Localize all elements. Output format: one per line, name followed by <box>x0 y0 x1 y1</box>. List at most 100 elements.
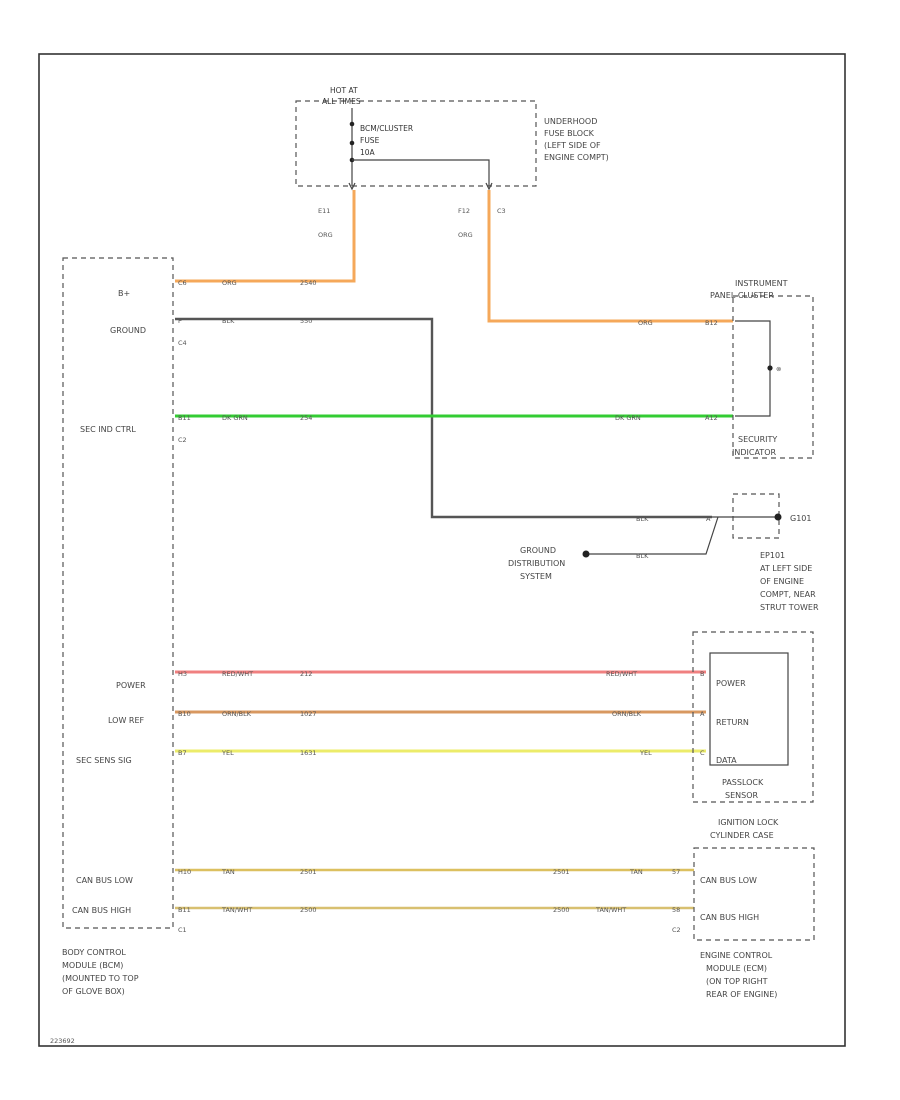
terminal-f12 <box>485 182 493 191</box>
passlock-data-label: DATA <box>716 756 737 765</box>
circuit-ground: 550 <box>300 317 312 325</box>
fuse-internal-link <box>352 159 490 186</box>
circuit-sec-sens: 1631 <box>300 749 317 757</box>
wire-color-can-low: TAN <box>221 868 235 876</box>
passlock-title-1: PASSLOCK <box>722 778 764 787</box>
instrument-cluster-box <box>732 295 814 459</box>
security-indicator-label-2: INDICATOR <box>732 448 776 457</box>
bcm-caption-1: BODY CONTROL <box>62 948 126 957</box>
bcm-pin-can-low: H10 <box>178 868 191 876</box>
pin-f12: F12 <box>458 207 470 215</box>
ecm-caption-1: ENGINE CONTROL <box>700 951 773 960</box>
ground-wire-color-2: BLK <box>636 552 649 560</box>
ground-dist-label-3: SYSTEM <box>520 572 552 581</box>
wire-color-sec-sens: YEL <box>221 749 234 757</box>
ecm-pin-can-high: 58 <box>672 906 680 914</box>
wire-cluster-power <box>487 190 733 323</box>
g101-label: G101 <box>790 514 811 523</box>
bcm-pin-can-high: B11 <box>178 906 191 914</box>
bcm-conn-c4: C4 <box>178 339 187 347</box>
bcm-label-power: POWER <box>116 681 146 690</box>
passlock-loc-1: IGNITION LOCK <box>718 818 779 827</box>
cluster-pin-bottom: A12 <box>705 414 718 422</box>
bcm-label-can-high: CAN BUS HIGH <box>72 906 131 915</box>
ecm-color-can-low: TAN <box>629 868 643 876</box>
wire-color-ground: BLK <box>222 317 235 325</box>
ecm-pin-can-low: 57 <box>672 868 680 876</box>
wire-color-cluster-power: ORG <box>638 319 653 327</box>
bcm-pin-sec-sens: B7 <box>178 749 187 757</box>
cluster-title-2: PANEL CLUSTER <box>710 291 774 300</box>
ecm-box <box>693 847 815 941</box>
diagram-frame <box>38 53 846 1047</box>
underhood-fuse-block <box>295 100 537 187</box>
passlock-pin-power: B <box>700 670 704 678</box>
passlock-pin-data: C <box>700 749 705 757</box>
bcm-label-bplus: B+ <box>118 289 130 298</box>
bcm-pin-ground: P <box>178 317 182 325</box>
fuse-block-label-4: ENGINE COMPT) <box>544 153 609 162</box>
connector-c3: C3 <box>497 207 506 215</box>
wire-ground <box>175 317 712 519</box>
g101-connector-box <box>732 493 780 539</box>
bcm-conn-c2: C2 <box>178 436 187 444</box>
cluster-internal-circuit <box>735 320 771 417</box>
circuit-low-ref: 1027 <box>300 710 317 718</box>
bcm-pin-power: H3 <box>178 670 187 678</box>
circuit-bplus: 2540 <box>300 279 317 287</box>
bcm-caption-2: MODULE (BCM) <box>62 961 123 970</box>
circuit-power: 212 <box>300 670 312 678</box>
ground-distribution-node <box>582 550 590 558</box>
circuit-sec-ind: 254 <box>300 414 312 422</box>
ground-loc-5: STRUT TOWER <box>760 603 819 612</box>
ecm-conn-c2: C2 <box>672 926 681 934</box>
passlock-return-label: RETURN <box>716 718 749 727</box>
wire-color-low-ref: ORN/BLK <box>222 710 252 718</box>
ecm-color-can-high: TAN/WHT <box>595 906 626 914</box>
hot-at-label-1: HOT AT <box>330 86 358 95</box>
passlock-power-label: POWER <box>716 679 746 688</box>
terminal-e11 <box>348 182 356 191</box>
ground-wire-color: BLK <box>636 515 649 523</box>
ecm-circuit-can-low: 2501 <box>553 868 570 876</box>
ground-distribution-wire <box>586 516 719 555</box>
ecm-caption-3: (ON TOP RIGHT <box>706 977 768 986</box>
passlock-title-2: SENSOR <box>725 791 758 800</box>
ecm-circuit-can-high: 2500 <box>553 906 570 914</box>
fuse-dot-2 <box>349 140 355 146</box>
ecm-can-low-label: CAN BUS LOW <box>700 876 757 885</box>
ecm-caption-2: MODULE (ECM) <box>706 964 767 973</box>
ground-loc-3: OF ENGINE <box>760 577 804 586</box>
hot-at-label-2: ALL TIMES <box>322 97 361 106</box>
ground-loc-4: COMPT, NEAR <box>760 590 816 599</box>
wire-color-f12: ORG <box>458 231 473 239</box>
circuit-can-low: 2501 <box>300 868 317 876</box>
bcm-pin-bplus: C6 <box>178 279 187 287</box>
bcm-label-sec-sens: SEC SENS SIG <box>76 756 132 765</box>
bcm-label-sec-ind: SEC IND CTRL <box>80 425 136 434</box>
fuse-dot-1 <box>349 121 355 127</box>
bcm-pin-sec-ind: B11 <box>178 414 191 422</box>
wire-color-low-ref-right: ORN/BLK <box>612 710 642 718</box>
security-indicator-lamp <box>767 365 773 371</box>
wire-color-sec-sens-right: YEL <box>639 749 652 757</box>
bcm-pin-low-ref: B10 <box>178 710 191 718</box>
wire-color-bplus: ORG <box>222 279 237 287</box>
wire-color-sec-ind-right: DK GRN <box>615 414 641 422</box>
fuse-name: BCM/CLUSTER <box>360 124 413 133</box>
ecm-caption-4: REAR OF ENGINE) <box>706 990 777 999</box>
wire-color-can-high: TAN/WHT <box>221 906 252 914</box>
ground-loc-2: AT LEFT SIDE <box>760 564 812 573</box>
bcm-conn-c1: C1 <box>178 926 187 934</box>
cluster-title-1: INSTRUMENT <box>735 279 788 288</box>
cluster-pin-top: B12 <box>705 319 718 327</box>
security-indicator-label-1: SECURITY <box>738 435 777 444</box>
diagram-code: 223692 <box>50 1037 75 1045</box>
passlock-loc-2: CYLINDER CASE <box>710 831 774 840</box>
g101-ground-node <box>774 513 782 521</box>
ecm-can-high-label: CAN BUS HIGH <box>700 913 759 922</box>
ground-dist-label-2: DISTRIBUTION <box>508 559 565 568</box>
fuse-block-label-2: FUSE BLOCK <box>544 129 595 138</box>
wire-color-power: RED/WHT <box>222 670 253 678</box>
bcm-box <box>62 257 174 929</box>
